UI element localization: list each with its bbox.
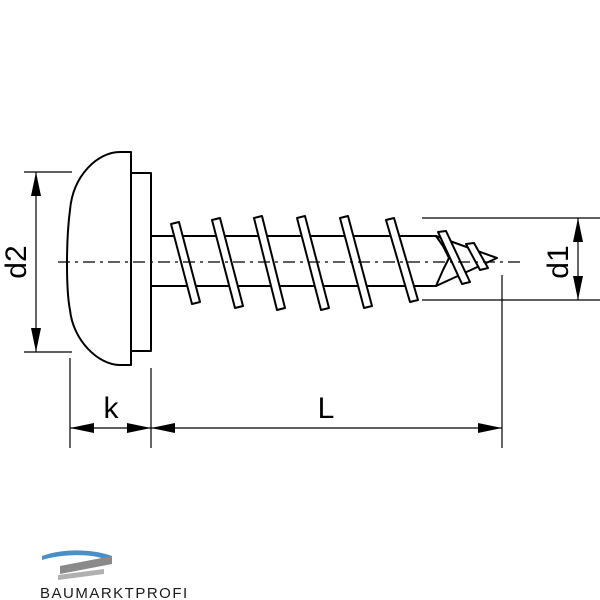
dimension-L: L <box>151 275 503 448</box>
dimension-d1: d1 <box>422 217 600 301</box>
logo-text: BAUMARKTPROFI <box>40 585 189 600</box>
logo-roof <box>60 556 112 574</box>
k-label: k <box>104 392 120 425</box>
d2-label: d2 <box>0 245 33 278</box>
screw-head <box>66 151 152 366</box>
screw-threads <box>170 215 489 311</box>
dimension-k: k <box>69 358 152 448</box>
L-label: L <box>318 392 335 425</box>
logo-swoosh <box>42 550 112 560</box>
d1-label: d1 <box>542 245 575 278</box>
baumarktprofi-logo: BAUMARKTPROFI <box>40 550 189 600</box>
screw-shank <box>150 235 498 287</box>
dimension-d2: d2 <box>0 171 72 353</box>
